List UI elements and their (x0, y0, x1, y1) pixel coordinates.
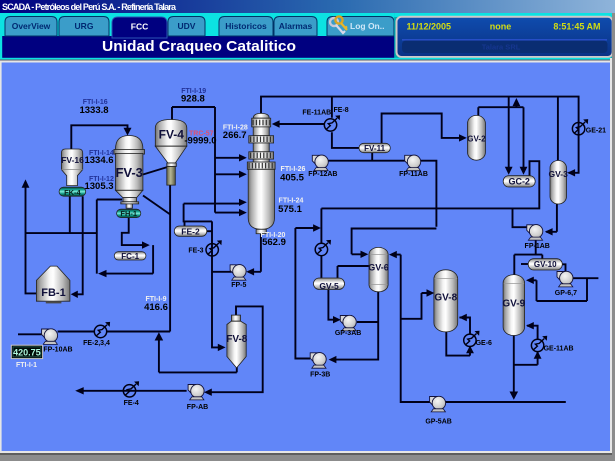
svg-text:GV-10: GV-10 (534, 260, 557, 269)
svg-text:GV-9: GV-9 (502, 299, 525, 310)
svg-text:Talara SRL: Talara SRL (482, 43, 521, 52)
svg-text:GE-6: GE-6 (476, 340, 492, 347)
svg-text:FV-4: FV-4 (159, 128, 185, 142)
svg-text:GV-2: GV-2 (467, 135, 486, 144)
svg-text:FE-3: FE-3 (188, 247, 203, 254)
svg-text:-9999.0: -9999.0 (184, 136, 216, 147)
svg-text:FTI-I-26: FTI-I-26 (281, 166, 306, 173)
svg-text:FP-1AB: FP-1AB (525, 243, 550, 250)
svg-text:FE-11AB: FE-11AB (302, 110, 331, 117)
svg-text:416.6: 416.6 (144, 302, 168, 313)
svg-text:FE-2,3,4: FE-2,3,4 (83, 340, 110, 347)
svg-text:Unidad Craqueo Catalitico: Unidad Craqueo Catalitico (102, 38, 296, 55)
svg-text:405.5: 405.5 (280, 173, 304, 184)
svg-text:562.9: 562.9 (262, 237, 286, 248)
svg-text:FV-8: FV-8 (226, 334, 248, 345)
svg-text:FE-2: FE-2 (181, 226, 200, 236)
svg-text:FE-8: FE-8 (334, 107, 349, 114)
svg-text:GV-5: GV-5 (319, 281, 339, 291)
svg-text:1305.3: 1305.3 (84, 181, 113, 192)
svg-text:266.7: 266.7 (223, 130, 247, 141)
svg-text:FP-10AB: FP-10AB (43, 347, 72, 354)
svg-text:FTI-I-14: FTI-I-14 (89, 150, 114, 157)
svg-text:GP-3AB: GP-3AB (335, 330, 361, 337)
svg-text:8:51:45 AM: 8:51:45 AM (553, 22, 600, 32)
svg-text:FB-1: FB-1 (41, 287, 65, 299)
svg-text:FTI-I-24: FTI-I-24 (279, 198, 304, 205)
svg-text:UDV: UDV (178, 21, 196, 31)
svg-text:Alarmas: Alarmas (279, 21, 313, 31)
svg-text:FP-5: FP-5 (231, 282, 246, 289)
svg-text:FP-AB: FP-AB (187, 404, 208, 411)
svg-text:FP-12AB: FP-12AB (308, 171, 337, 178)
svg-text:GE-21: GE-21 (586, 128, 606, 135)
svg-text:FC-1: FC-1 (121, 252, 139, 261)
svg-text:11/12/2005: 11/12/2005 (407, 22, 452, 32)
svg-text:URG: URG (75, 21, 94, 31)
svg-text:FTI-I-19: FTI-I-19 (181, 88, 206, 95)
svg-text:none: none (490, 22, 512, 32)
svg-text:GV-6: GV-6 (368, 263, 389, 273)
svg-text:SCADA - Petróleos del Perú S.A: SCADA - Petróleos del Perú S.A. - Refine… (2, 2, 177, 12)
svg-text:FV-3: FV-3 (115, 165, 142, 180)
svg-text:GE-11AB: GE-11AB (544, 345, 574, 352)
svg-text:FTI-I-9: FTI-I-9 (146, 296, 167, 303)
svg-text:Log On..: Log On.. (350, 21, 384, 31)
svg-text:OverView: OverView (12, 21, 51, 31)
svg-text:575.1: 575.1 (278, 204, 302, 215)
svg-text:FTI-I-20: FTI-I-20 (261, 232, 286, 239)
svg-text:FTI-I-12: FTI-I-12 (89, 176, 114, 183)
svg-text:TRC-57: TRC-57 (189, 131, 214, 138)
svg-text:420.75: 420.75 (13, 348, 41, 358)
svg-text:GP-5AB: GP-5AB (425, 418, 451, 425)
svg-text:GV-3: GV-3 (549, 169, 569, 179)
svg-text:Historicos: Historicos (225, 21, 267, 31)
svg-text:928.8: 928.8 (181, 94, 205, 105)
svg-text:FP-11AB: FP-11AB (399, 171, 428, 178)
svg-text:GC-2: GC-2 (508, 177, 530, 187)
svg-text:FP-3B: FP-3B (310, 372, 330, 379)
svg-text:FV-11: FV-11 (364, 144, 385, 153)
svg-text:FTI-I-28: FTI-I-28 (223, 125, 248, 132)
svg-text:FK-4: FK-4 (64, 188, 81, 197)
svg-text:GV-8: GV-8 (434, 293, 457, 304)
svg-text:FH-1: FH-1 (120, 209, 137, 218)
svg-text:FV-16: FV-16 (61, 155, 84, 165)
svg-text:FTI-I-1: FTI-I-1 (16, 362, 37, 369)
svg-text:FCC: FCC (131, 22, 148, 32)
svg-text:FTI-I-16: FTI-I-16 (83, 99, 108, 106)
svg-text:1333.8: 1333.8 (79, 105, 108, 116)
svg-text:GP-6,7: GP-6,7 (555, 290, 577, 297)
svg-text:FE-4: FE-4 (124, 400, 139, 407)
svg-text:1334.6: 1334.6 (84, 155, 113, 166)
